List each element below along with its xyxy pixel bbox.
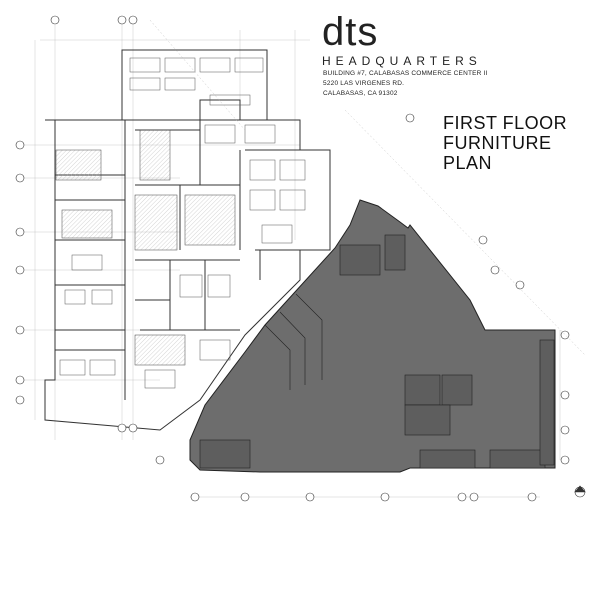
address-line-2: 5220 LAS VIRGENES RD. — [323, 80, 405, 87]
logo-subtitle: HEADQUARTERS — [322, 54, 482, 68]
furniture — [59, 57, 306, 389]
address-line-1: BUILDING #7, CALABASAS COMMERCE CENTER I… — [323, 70, 488, 77]
company-logo: dts — [322, 10, 379, 54]
plan-title-line-2: FURNITURE — [443, 133, 552, 153]
address-line-3: CALABASAS, CA 91302 — [323, 90, 398, 97]
hatched-areas — [55, 129, 236, 366]
plan-title-line-1: FIRST FLOOR — [443, 113, 568, 133]
grid-markers — [15, 15, 570, 502]
north-arrow-icon — [574, 485, 586, 498]
plan-title-line-3: PLAN — [443, 153, 493, 173]
shaded-wing-offices — [199, 234, 555, 469]
